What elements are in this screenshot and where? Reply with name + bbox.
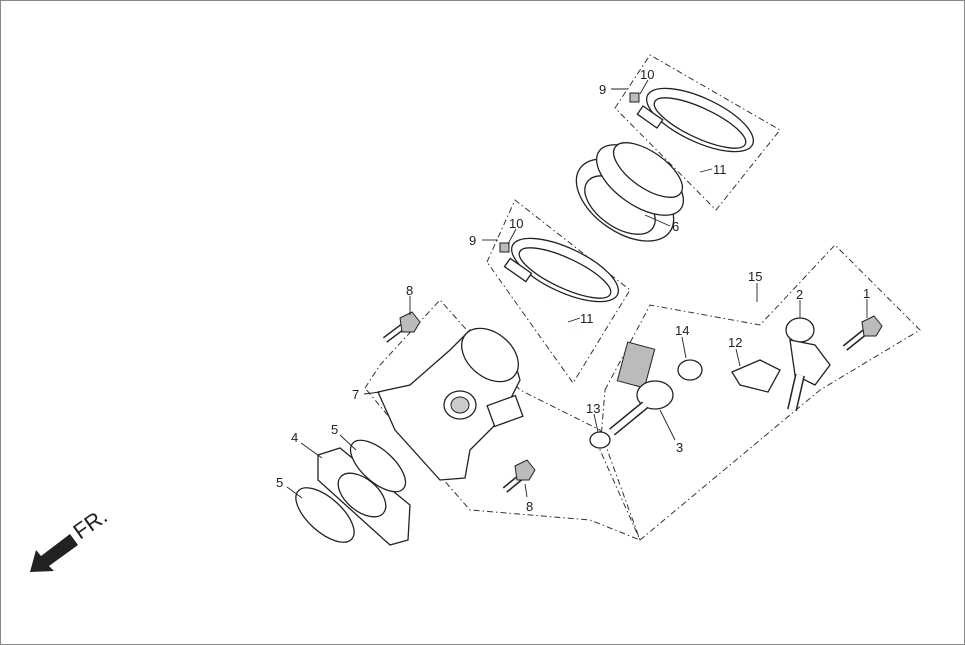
mid-clamp [499, 237, 620, 335]
gasket-upper [349, 439, 407, 493]
bolt-lower [502, 459, 536, 493]
bolt-upper [382, 311, 421, 343]
fuel-rail [785, 317, 831, 412]
label-10-mid: 10 [509, 216, 523, 231]
label-10-top: 10 [640, 67, 654, 82]
label-5-upper: 5 [331, 422, 338, 437]
spacer [317, 447, 411, 546]
washer-13 [589, 431, 611, 449]
front-arrow-icon [30, 534, 78, 572]
label-6: 6 [672, 219, 679, 234]
label-7: 7 [352, 387, 359, 402]
washer-14 [677, 359, 703, 381]
clip-12 [731, 359, 781, 393]
bolt-1 [842, 315, 883, 351]
top-clip [629, 92, 640, 103]
label-1: 1 [863, 286, 870, 301]
label-14: 14 [675, 323, 689, 338]
intake-boot [575, 142, 685, 242]
front-label: FR. [69, 503, 112, 544]
label-9-mid: 9 [469, 233, 476, 248]
label-5-lower: 5 [276, 475, 283, 490]
top-clamp [629, 87, 755, 187]
label-9-top: 9 [599, 82, 606, 97]
throttle-body [377, 327, 524, 481]
leader-lines [286, 79, 868, 499]
injector [609, 341, 674, 436]
label-4: 4 [291, 430, 298, 445]
label-2: 2 [796, 287, 803, 302]
group-outline-mid-clamp [486, 199, 631, 384]
label-15: 15 [748, 269, 762, 284]
label-8-upper: 8 [406, 283, 413, 298]
label-11-top: 11 [713, 162, 727, 177]
label-3: 3 [676, 440, 683, 455]
label-8-lower: 8 [526, 499, 533, 514]
gasket-lower [295, 487, 355, 543]
label-11-mid: 11 [580, 311, 594, 326]
label-13: 13 [586, 401, 600, 416]
group-outline-injector-assembly [599, 244, 921, 541]
group-outline-top-clamp [614, 54, 781, 211]
label-12: 12 [728, 335, 742, 350]
